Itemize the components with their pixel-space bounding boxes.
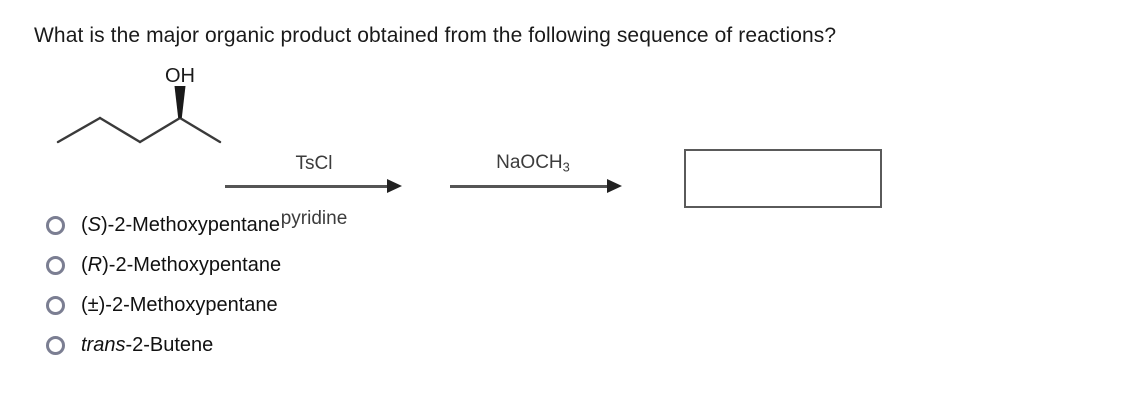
option-r-2-methoxypentane[interactable]: (R)-2-Methoxypentane: [34, 245, 634, 285]
option-text-prefix: (: [81, 214, 88, 236]
arrow-line: [450, 185, 608, 188]
option-text-prefix: (±)-2-Methoxypentane: [81, 294, 278, 316]
option-label: trans-2-Butene: [81, 333, 213, 357]
arrow-head-icon: [607, 179, 622, 193]
option-trans-2-butene[interactable]: trans-2-Butene: [34, 325, 634, 365]
arrow-head-icon: [387, 179, 402, 193]
reactant-structure-pentan-2-ol: OH: [56, 65, 222, 144]
reagent-naoch3-text: NaOCH: [496, 152, 563, 173]
reaction-arrow-2: [450, 172, 623, 202]
option-text-prefix: (: [81, 254, 88, 276]
radio-button-icon[interactable]: [46, 255, 65, 275]
option-label: (S)-2-Methoxypentane: [81, 213, 280, 237]
reagent-label-tscl: TsCl: [295, 153, 333, 174]
option-label: (R)-2-Methoxypentane: [81, 253, 281, 277]
reagent-label-naoch3: NaOCH3: [443, 152, 623, 175]
reaction-arrow-1: [225, 172, 403, 202]
option-text-italic: S: [87, 214, 102, 236]
question-text: What is the major organic product obtain…: [34, 24, 837, 47]
carbon-skeleton-bonds: [56, 116, 222, 144]
option-text-suffix: -2-Butene: [125, 334, 214, 356]
reagent-naoch3-subscript: 3: [562, 159, 570, 175]
option-s-2-methoxypentane[interactable]: (S)-2-Methoxypentane: [34, 205, 634, 245]
wedge-bond-stereocenter: [174, 86, 186, 118]
answer-options-list: (S)-2-Methoxypentane (R)-2-Methoxypentan…: [34, 205, 634, 365]
solvent-label-pyridine: pyridine: [280, 208, 348, 229]
radio-button-icon[interactable]: [46, 335, 65, 355]
option-text-italic: trans: [81, 334, 126, 356]
option-label: (±)-2-Methoxypentane: [81, 293, 278, 317]
product-answer-box[interactable]: [684, 149, 882, 208]
radio-button-icon[interactable]: [46, 215, 65, 235]
option-racemic-2-methoxypentane[interactable]: (±)-2-Methoxypentane: [34, 285, 634, 325]
reaction-scheme: OH TsCl pyridine NaOCH3: [0, 60, 940, 229]
option-text-italic: R: [87, 254, 103, 276]
option-text-suffix: )-2-Methoxypentane: [101, 214, 280, 236]
option-text-suffix: )-2-Methoxypentane: [102, 254, 282, 276]
arrow-line: [225, 185, 388, 188]
hydroxyl-label: OH: [165, 65, 195, 87]
radio-button-icon[interactable]: [46, 295, 65, 315]
